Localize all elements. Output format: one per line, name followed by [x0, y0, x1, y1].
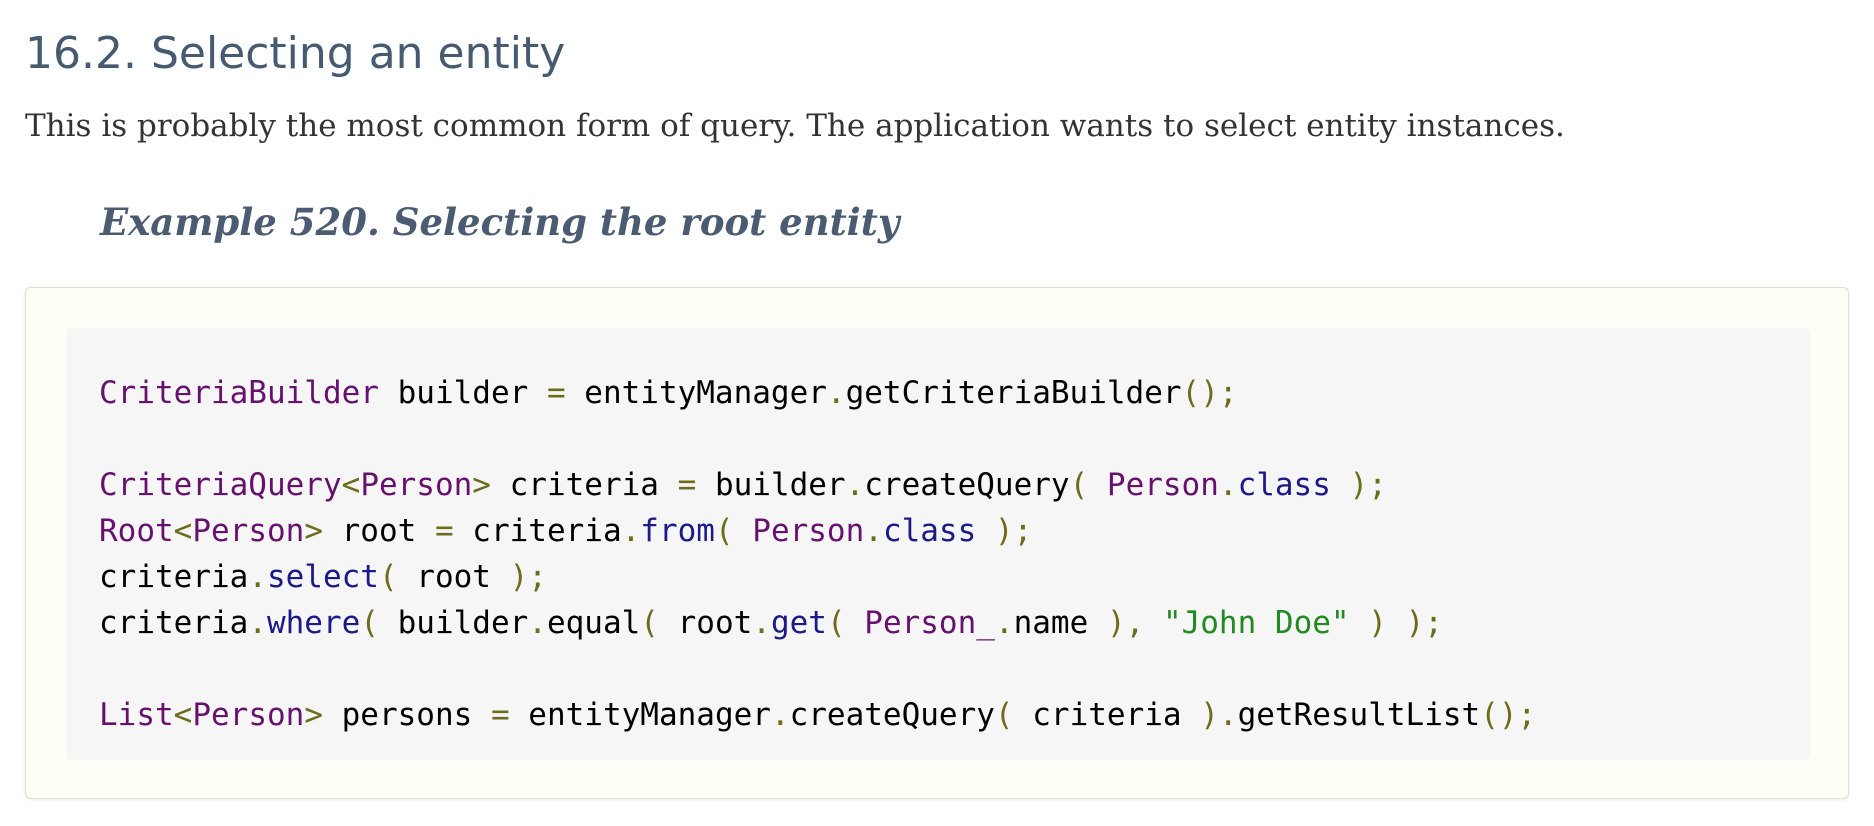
code-token: . — [864, 513, 883, 549]
code-token: ( — [994, 697, 1033, 733]
code-token: builder — [696, 467, 846, 503]
code-token: List — [99, 697, 174, 733]
code-token: ) ); — [1349, 605, 1443, 641]
code-token: CriteriaBuilder — [99, 375, 379, 411]
code-token: criteria — [99, 605, 249, 641]
code-token: select — [266, 559, 379, 595]
code-token: root — [677, 605, 753, 641]
code-token: class — [1237, 467, 1331, 503]
code-token: = — [434, 513, 454, 549]
code-token: > — [304, 697, 323, 733]
code-token: = — [677, 467, 697, 503]
code-token: ); — [1330, 467, 1387, 503]
code-token: = — [546, 375, 566, 411]
code-token: Person — [192, 513, 305, 549]
code-token: Person — [1106, 467, 1219, 503]
code-token: ( — [360, 605, 398, 641]
code-token: criteria — [453, 513, 622, 549]
code-token: . — [994, 605, 1014, 641]
code-token: criteria — [1032, 697, 1201, 733]
code-token: from — [640, 513, 715, 549]
code-line: List<Person> persons = entityManager.cre… — [99, 692, 1810, 738]
code-token: < — [341, 467, 361, 503]
code-token: ( — [826, 605, 865, 641]
code-token: getCriteriaBuilder — [845, 375, 1182, 411]
code-token: < — [173, 697, 193, 733]
code-line: CriteriaQuery<Person> criteria = builder… — [99, 462, 1810, 508]
code-token: entityManager — [565, 375, 827, 411]
code-line: criteria.select( root ); — [99, 554, 1810, 600]
code-token: persons — [322, 697, 491, 733]
code-token: entityManager — [509, 697, 771, 733]
code-line: CriteriaBuilder builder = entityManager.… — [99, 370, 1810, 416]
code-token: criteria — [490, 467, 678, 503]
example-title: Example 520. Selecting the root entity — [100, 200, 900, 244]
code-token: . — [248, 605, 267, 641]
code-token: ( — [378, 559, 417, 595]
code-token: Person_ — [864, 605, 995, 641]
code-token: root — [322, 513, 435, 549]
code-token: Person — [192, 697, 305, 733]
code-token: getResultList — [1237, 697, 1481, 733]
code-token: root — [416, 559, 510, 595]
example-block: CriteriaBuilder builder = entityManager.… — [25, 287, 1849, 799]
section-intro: This is probably the most common form of… — [25, 108, 1565, 144]
code-token: builder — [378, 375, 547, 411]
code-token: equal — [546, 605, 641, 641]
code-token: . — [248, 559, 267, 595]
code-token: builder — [397, 605, 529, 641]
code-line — [99, 646, 1810, 692]
code-token: ). — [1200, 697, 1238, 733]
code-token: Person — [360, 467, 473, 503]
code-token: CriteriaQuery — [99, 467, 342, 503]
code-token: (); — [1480, 697, 1537, 733]
code-token: Root — [99, 513, 174, 549]
code-token: class — [882, 513, 977, 549]
code-token: ( — [714, 513, 753, 549]
code-token: createQuery — [864, 467, 1070, 503]
code-token: . — [752, 605, 771, 641]
code-token: . — [528, 605, 547, 641]
code-token: = — [490, 697, 510, 733]
code-token: "John Doe" — [1162, 605, 1350, 641]
code-token: ( — [640, 605, 678, 641]
code-token: > — [472, 467, 491, 503]
code-token: . — [770, 697, 790, 733]
code-token: . — [845, 467, 865, 503]
code-token: Person — [752, 513, 865, 549]
code-token: . — [826, 375, 846, 411]
code-token: (); — [1181, 375, 1238, 411]
code-token: get — [770, 605, 827, 641]
code-token: ); — [509, 559, 547, 595]
code-listing[interactable]: CriteriaBuilder builder = entityManager.… — [99, 328, 1810, 738]
code-token: ), — [1106, 605, 1163, 641]
code-line: criteria.where( builder.equal( root.get(… — [99, 600, 1810, 646]
code-token: criteria — [99, 559, 249, 595]
code-token: . — [621, 513, 641, 549]
code-block[interactable]: CriteriaBuilder builder = entityManager.… — [66, 328, 1810, 760]
code-token: ); — [976, 513, 1033, 549]
code-token: < — [173, 513, 193, 549]
code-token: where — [266, 605, 361, 641]
code-token: name — [1013, 605, 1107, 641]
code-token: . — [1218, 467, 1238, 503]
code-token: > — [304, 513, 323, 549]
code-token: createQuery — [789, 697, 995, 733]
code-token: ( — [1069, 467, 1107, 503]
code-line — [99, 416, 1810, 462]
code-line: Root<Person> root = criteria.from( Perso… — [99, 508, 1810, 554]
section-title: 16.2. Selecting an entity — [25, 28, 566, 79]
